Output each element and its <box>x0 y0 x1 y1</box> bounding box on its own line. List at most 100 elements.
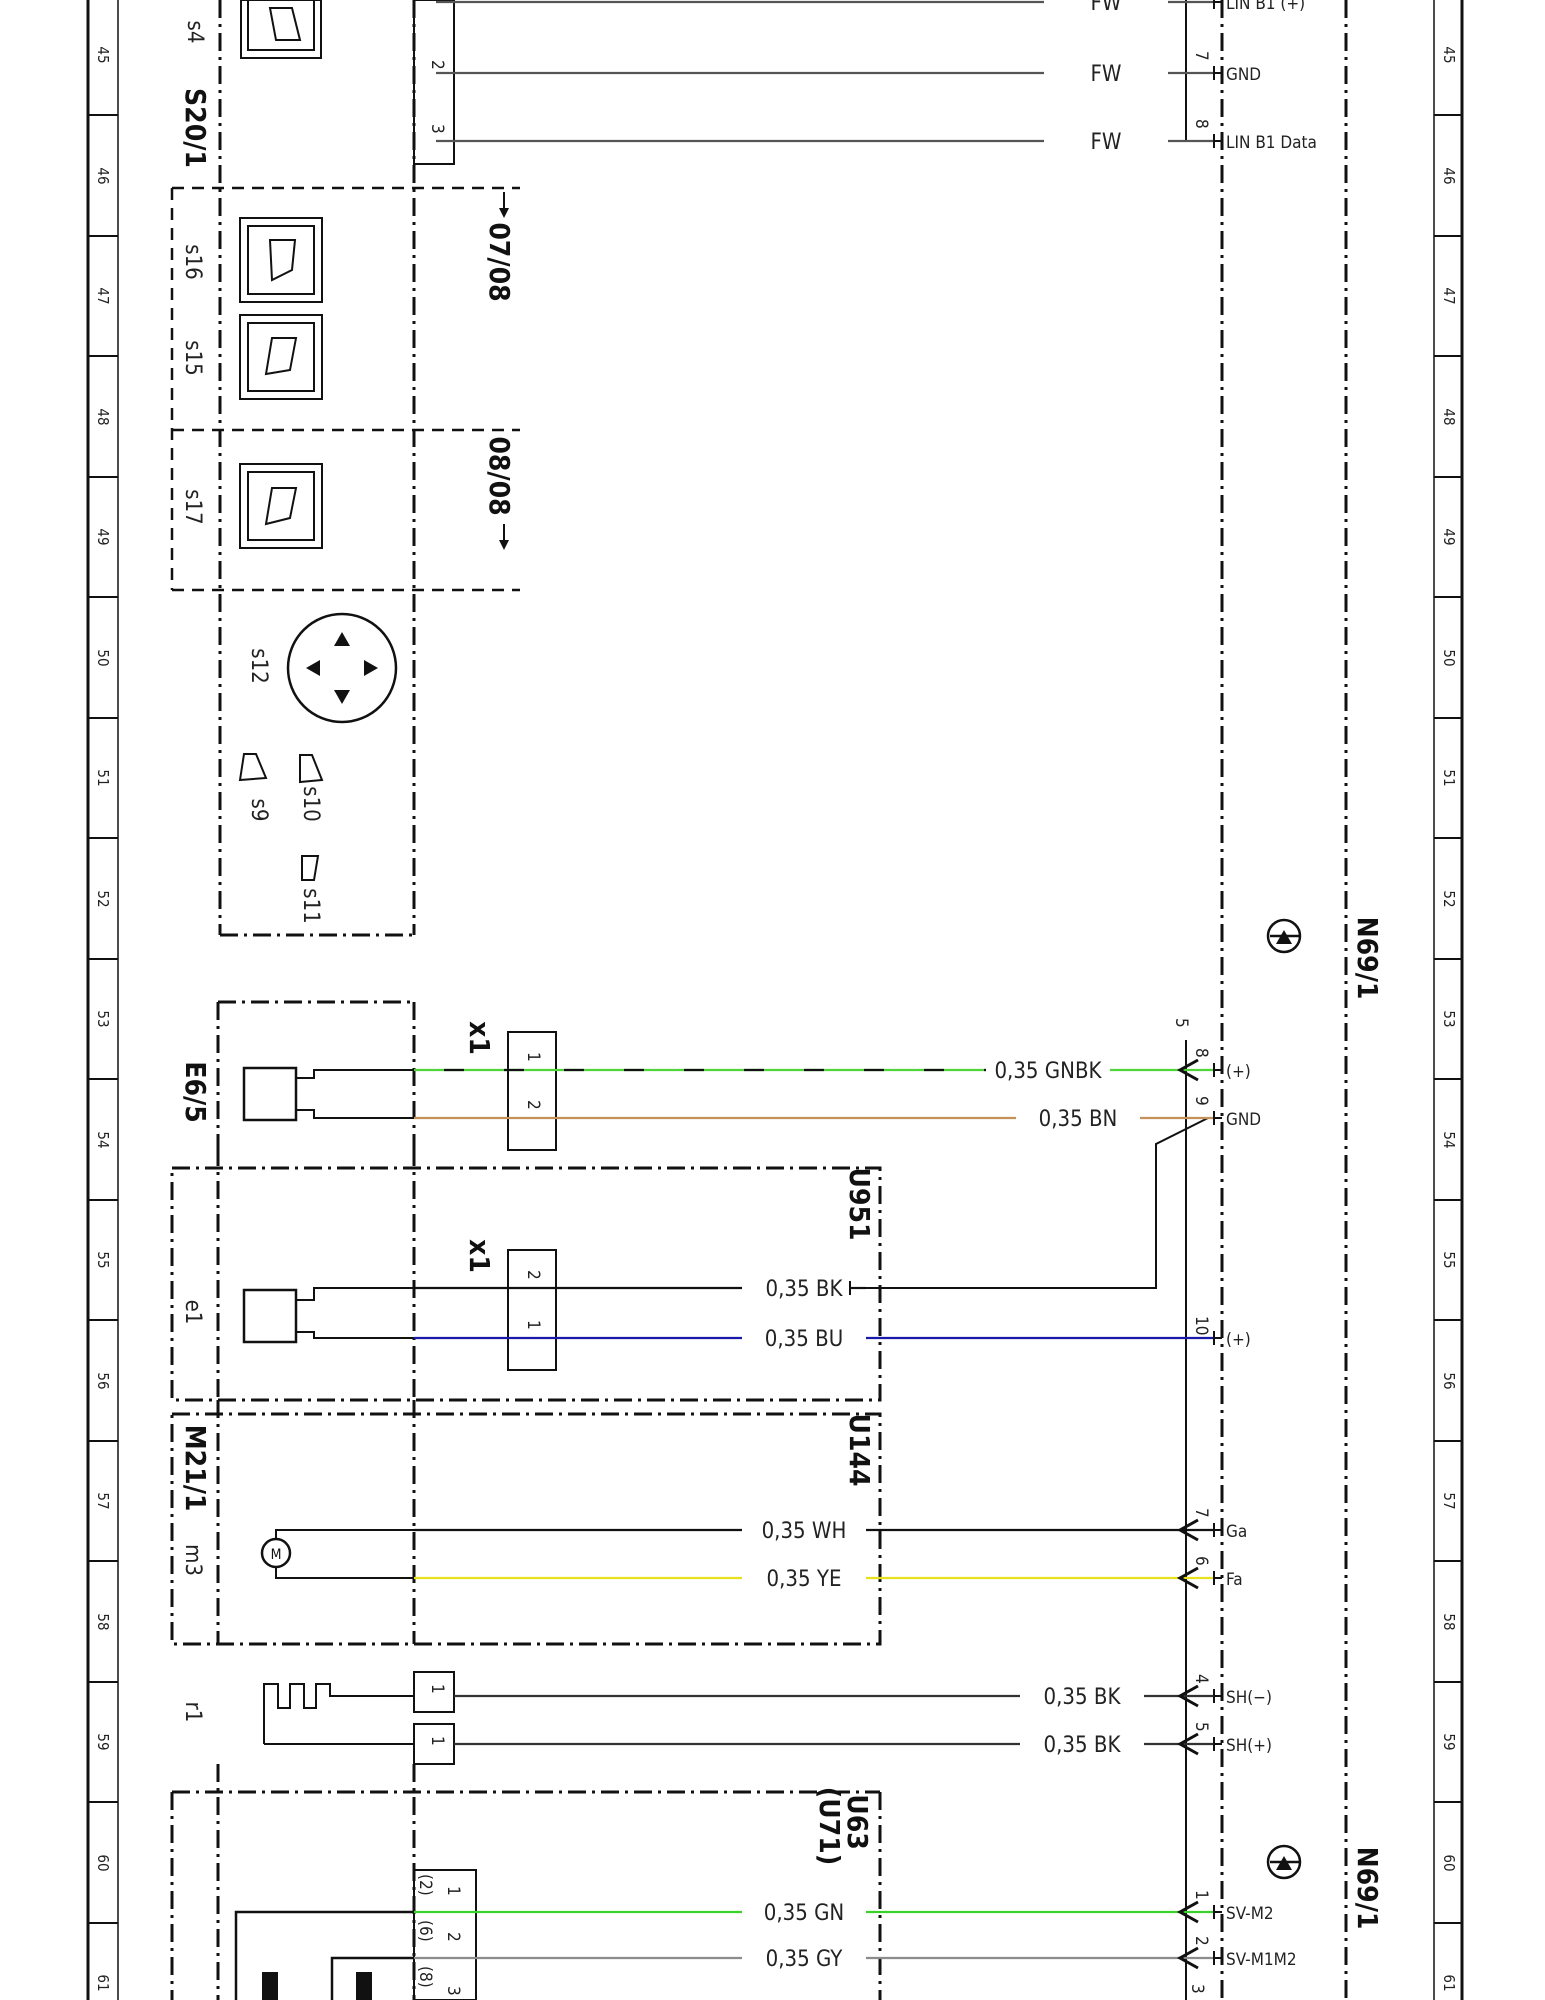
wire-pin-right: 5 <box>1191 1722 1211 1732</box>
mirror-icon-s10 <box>299 754 324 784</box>
signal-name: LIN B1 (+) <box>1226 0 1305 14</box>
ruler-number: 46 <box>1440 167 1458 184</box>
pin-terminal <box>1213 66 1222 80</box>
wire: 0,35 BK 2 <box>414 1270 866 1302</box>
ruler-number: 60 <box>1440 1854 1458 1871</box>
svg-text:M: M <box>271 1547 282 1563</box>
ruler-number: 57 <box>1440 1492 1458 1509</box>
label-s16: s16 <box>180 244 205 280</box>
ruler-number: 46 <box>94 167 112 184</box>
pin-terminal <box>1213 1689 1222 1703</box>
ruler-number: 59 <box>94 1733 112 1750</box>
label-s15: s15 <box>180 340 205 376</box>
label-s12: s12 <box>246 648 271 684</box>
wire-label: 0,35 GN <box>764 1901 844 1926</box>
mirror-joystick-icon <box>286 612 398 724</box>
label-n69-1: N69/1 <box>1351 917 1384 1000</box>
wire-pin-right: 1 <box>1191 1890 1211 1900</box>
ruler-number: 45 <box>94 46 112 63</box>
ruler-number: 56 <box>1440 1372 1458 1389</box>
wire-label: 0,35 YE <box>767 1567 842 1592</box>
label-u63: U63 <box>841 1794 874 1850</box>
plug-arrow-icon <box>1176 1566 1199 1590</box>
pin-r1-1: 1 <box>427 1684 447 1694</box>
signal-name: SV-M1M2 <box>1226 1950 1297 1970</box>
e6-5-block: E6/5 x1 <box>179 1000 557 1151</box>
wire: 0,35 YE 6Fa <box>414 1556 1243 1592</box>
wire-label: 0,35 BK <box>1044 1733 1122 1758</box>
ruler-number: 47 <box>1440 287 1458 304</box>
wire-pin-left: 1 <box>443 1886 463 1896</box>
pin-top-3: 3 <box>427 124 447 134</box>
ruler-number: 51 <box>94 769 112 786</box>
pin-terminal <box>1213 134 1222 148</box>
pin-top-2: 2 <box>427 60 447 70</box>
ruler-number: 53 <box>94 1010 112 1027</box>
ruler-number: 47 <box>94 287 112 304</box>
ruler-number: 54 <box>1440 1131 1458 1148</box>
wire-pin-right: 2 <box>1191 1936 1211 1946</box>
wire-pin-left: 2 <box>523 1270 543 1280</box>
pin-terminal <box>1213 0 1222 9</box>
n69-1-module: N69/1 N69/1 5 <box>1171 0 1384 2000</box>
ruler-number: 48 <box>1440 408 1458 425</box>
pin-terminal <box>1213 1523 1222 1537</box>
pin-u63-8: (8) <box>415 1966 435 1988</box>
ruler-number: 55 <box>1440 1251 1458 1268</box>
window-switch-s16-icon <box>239 217 323 303</box>
label-s4: s4 <box>182 21 207 44</box>
ruler-number: 55 <box>94 1251 112 1268</box>
ruler-number: 50 <box>94 649 112 666</box>
u144-block: U144 M21/1 m3 M <box>170 1400 882 1646</box>
pin-u63-2: (2) <box>415 1874 435 1896</box>
label-m21-1: M21/1 <box>179 1425 212 1512</box>
wire-pin-right: 7 <box>1191 1508 1211 1518</box>
switch-panel: s4 S20/1 s16 s15 s17 s12 s9 s10 s11 07/0… <box>170 0 520 937</box>
connector-x1-a <box>507 1031 557 1151</box>
signal-name: SV-M2 <box>1226 1904 1274 1924</box>
pin-n69-5: 5 <box>1171 1018 1191 1028</box>
label-r1: r1 <box>180 1702 205 1723</box>
ruler-number: 49 <box>94 528 112 545</box>
wire-pin-right: 8 <box>1191 1048 1211 1058</box>
label-n69-1-lower: N69/1 <box>1351 1847 1384 1930</box>
signal-name: GND <box>1226 65 1261 85</box>
label-s9: s9 <box>246 799 271 822</box>
pin-terminal <box>1213 1331 1222 1345</box>
ruler-ticks <box>88 114 1462 1924</box>
wire-label: 0,35 BK <box>1044 1685 1122 1710</box>
wire-pin-right: 6 <box>1191 1556 1211 1566</box>
ruler-number: 58 <box>1440 1613 1458 1630</box>
pin-terminal <box>1213 1905 1222 1919</box>
lamp-e1-icon <box>242 1288 298 1344</box>
pin-u63-3: 3 <box>443 1986 463 1996</box>
ruler-number: 56 <box>94 1372 112 1389</box>
wire-pin-right: 7 <box>1191 51 1211 61</box>
signal-name: Fa <box>1226 1570 1243 1590</box>
signal-name: SH(−) <box>1226 1688 1272 1708</box>
label-u71: (U71) <box>813 1787 846 1866</box>
wire-label: FW <box>1091 130 1122 155</box>
wire-pin-left: 2 <box>443 1932 463 1942</box>
label-u951: U951 <box>843 1167 876 1240</box>
wire-label: 0,35 BU <box>765 1327 843 1352</box>
label-x1-b: x1 <box>463 1239 496 1273</box>
label-s11: s11 <box>298 888 323 924</box>
wire-label: 0,35 BN <box>1039 1107 1118 1132</box>
u951-block: U951 e1 x1 <box>170 1148 882 1402</box>
label-e1: e1 <box>180 1300 205 1325</box>
plug-arrow-icon <box>1176 1946 1199 1970</box>
wire-label: 0,35 BK <box>766 1277 844 1302</box>
label-s17: s17 <box>180 489 205 525</box>
signal-name: SH(+) <box>1226 1736 1272 1756</box>
pin-terminal <box>1213 1063 1222 1077</box>
ruler-number: 58 <box>94 1613 112 1630</box>
